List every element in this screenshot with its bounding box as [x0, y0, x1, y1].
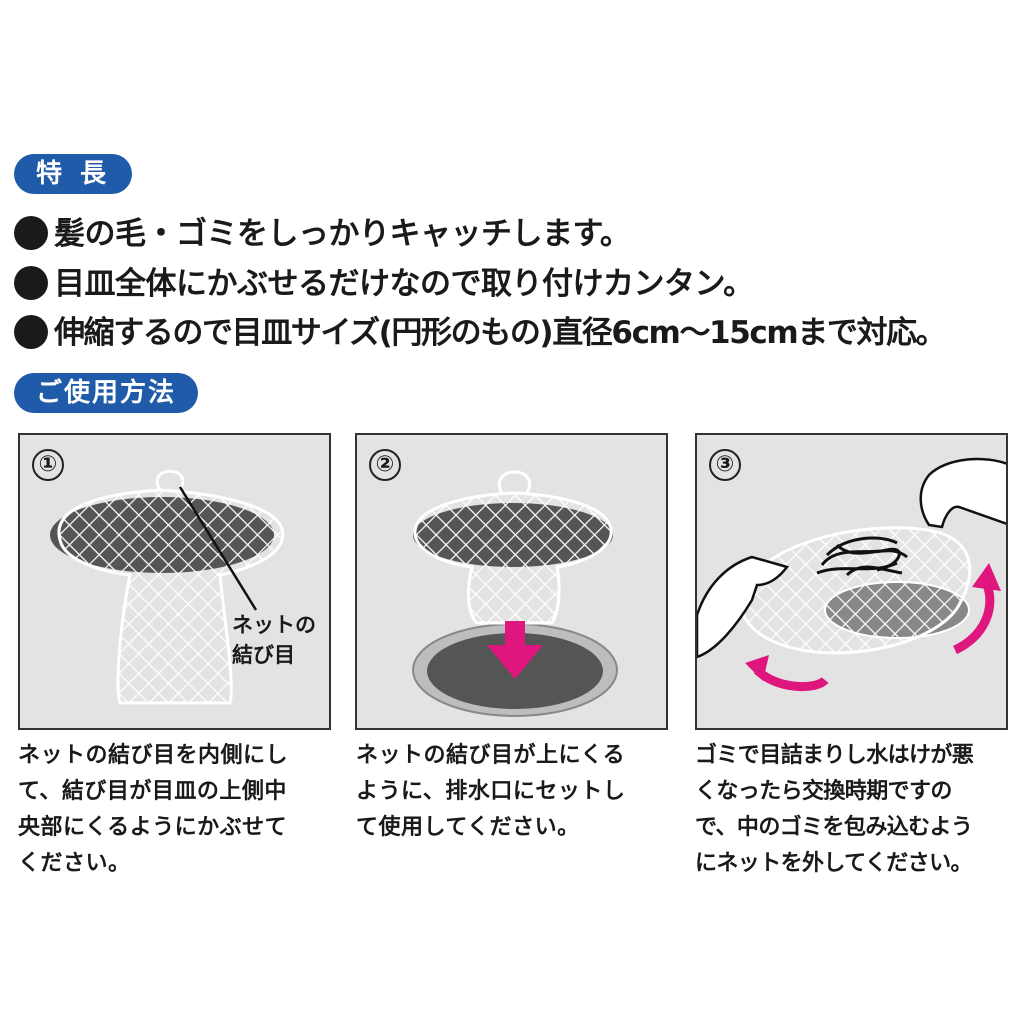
desc-line: くなったら交換時期ですの [695, 779, 952, 804]
knot-label: ネットの 結び目 [232, 613, 316, 667]
net-on-drain-cover-illustration [50, 469, 285, 705]
feature-text: 髪の毛・ゴミをしっかりキャッチします。 [54, 216, 631, 252]
feature-item: 伸縮するので目皿サイズ(円形のもの)直径6cm〜15cmまで対応。 [14, 311, 947, 355]
step-3-illustration: ③ [695, 433, 1008, 730]
desc-line: 央部にくるようにかぶせて [18, 815, 288, 840]
net-into-drain-illustration [412, 470, 618, 717]
remove-net-illustration [697, 457, 1006, 692]
desc-line: にネットを外してください。 [695, 851, 972, 876]
features-heading: 特長 [14, 154, 133, 194]
lift-arrow-icon [972, 563, 1001, 591]
bullet-icon [14, 315, 48, 349]
step-2-description: ネットの結び目が上にくる ように、排水口にセットし て使用してください。 [356, 738, 625, 846]
desc-line: ゴミで目詰まりし水はけが悪 [695, 743, 974, 768]
feature-text: 目皿全体にかぶせるだけなので取り付けカンタン。 [54, 266, 754, 302]
desc-line: ネットの結び目を内側にし [18, 743, 289, 768]
rotate-arrow-icon [745, 655, 769, 681]
bullet-icon [14, 216, 48, 250]
usage-heading: ご使用方法 [14, 373, 199, 413]
feature-text: 伸縮するので目皿サイズ(円形のもの)直径6cm〜15cmまで対応。 [54, 315, 947, 351]
desc-line: ネットの結び目が上にくる [356, 743, 626, 768]
down-arrow-icon [487, 621, 543, 679]
step-number: ③ [709, 449, 741, 481]
step-3-description: ゴミで目詰まりし水はけが悪 くなったら交換時期ですの で、中のゴミを包み込むよう… [695, 738, 974, 882]
desc-line: ように、排水口にセットし [356, 779, 626, 804]
step-1-illustration: ① [18, 433, 331, 730]
hair-debris [816, 536, 908, 577]
desc-line: ください。 [18, 851, 131, 876]
desc-line: で、中のゴミを包み込むよう [695, 815, 973, 840]
bullet-icon [14, 266, 48, 300]
desc-line: て、結び目が目皿の上側中 [18, 779, 287, 804]
feature-item: 目皿全体にかぶせるだけなので取り付けカンタン。 [14, 262, 754, 306]
desc-line: て使用してください。 [356, 815, 580, 840]
right-hand-icon [919, 457, 1006, 529]
step-2-illustration: ② [355, 433, 668, 730]
left-hand-icon [697, 555, 790, 659]
step-number: ① [32, 449, 64, 481]
step-1-description: ネットの結び目を内側にし て、結び目が目皿の上側中 央部にくるようにかぶせて く… [18, 738, 288, 882]
feature-item: 髪の毛・ゴミをしっかりキャッチします。 [14, 212, 631, 256]
step-number: ② [369, 449, 401, 481]
